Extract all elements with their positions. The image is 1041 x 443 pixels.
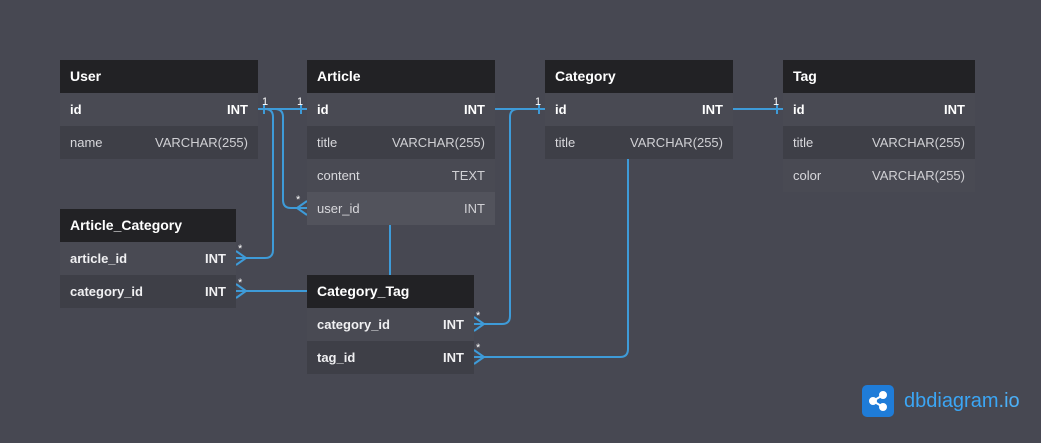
many-marker xyxy=(295,200,308,216)
card-one: 1 xyxy=(262,96,268,108)
rel-category-categorytag-tagid xyxy=(474,158,629,358)
field-type: INT xyxy=(702,102,723,117)
field-type: INT xyxy=(227,102,248,117)
card-one: 1 xyxy=(773,96,779,108)
many-marker xyxy=(235,283,248,299)
field-type: INT xyxy=(443,350,464,365)
many-marker xyxy=(235,250,248,266)
card-one: 1 xyxy=(297,96,303,108)
brand-name-main: dbdiagram xyxy=(904,389,999,412)
card-one: 1 xyxy=(535,96,541,108)
brand-domain: .io xyxy=(998,389,1020,412)
field-type: VARCHAR(255) xyxy=(155,135,248,150)
table-user[interactable]: User id INT name VARCHAR(255) xyxy=(60,60,258,159)
field-type: VARCHAR(255) xyxy=(872,168,965,183)
table-header[interactable]: Category_Tag xyxy=(307,275,474,308)
brand-logo-link[interactable]: dbdiagram.io xyxy=(862,385,1020,417)
brand-name: dbdiagram.io xyxy=(904,390,1020,413)
table-tag[interactable]: Tag id INT title VARCHAR(255) color VARC… xyxy=(783,60,975,192)
field-name: id xyxy=(70,102,82,117)
field-row[interactable]: id INT xyxy=(307,93,495,126)
field-name: color xyxy=(793,168,822,183)
field-type: INT xyxy=(464,201,485,216)
field-row[interactable]: category_id INT xyxy=(60,275,236,308)
field-row[interactable]: id INT xyxy=(60,93,258,126)
field-row[interactable]: category_id INT xyxy=(307,308,474,341)
field-name: article_id xyxy=(70,251,128,266)
table-category-tag[interactable]: Category_Tag category_id INT tag_id INT xyxy=(307,275,474,374)
field-name: id xyxy=(555,102,567,117)
card-many: * xyxy=(238,243,243,255)
field-row[interactable]: user_id INT xyxy=(307,192,495,225)
table-header[interactable]: Article_Category xyxy=(60,209,236,242)
table-article-category[interactable]: Article_Category article_id INT category… xyxy=(60,209,236,308)
rel-user-articlecategory xyxy=(236,108,274,259)
share-nodes-icon xyxy=(862,385,894,417)
table-header[interactable]: Article xyxy=(307,60,495,93)
rel-category-categorytag-cid xyxy=(474,108,545,325)
field-row[interactable]: id INT xyxy=(545,93,733,126)
card-many: * xyxy=(476,310,481,322)
field-name: id xyxy=(317,102,329,117)
field-row[interactable]: color VARCHAR(255) xyxy=(783,159,975,192)
many-marker xyxy=(473,316,486,332)
rel-user-article-userid xyxy=(258,108,307,209)
field-type: VARCHAR(255) xyxy=(392,135,485,150)
field-type: INT xyxy=(944,102,965,117)
field-type: INT xyxy=(205,284,226,299)
field-type: TEXT xyxy=(451,168,485,183)
field-type: INT xyxy=(443,317,464,332)
field-name: category_id xyxy=(70,284,143,299)
table-header[interactable]: Category xyxy=(545,60,733,93)
field-name: title xyxy=(793,135,814,150)
field-name: title xyxy=(555,135,576,150)
field-name: title xyxy=(317,135,338,150)
field-row[interactable]: id INT xyxy=(783,93,975,126)
table-header[interactable]: Tag xyxy=(783,60,975,93)
field-type: VARCHAR(255) xyxy=(872,135,965,150)
many-marker xyxy=(473,349,486,365)
field-name: category_id xyxy=(317,317,390,332)
field-row[interactable]: title VARCHAR(255) xyxy=(307,126,495,159)
field-name: name xyxy=(70,135,103,150)
table-article[interactable]: Article id INT title VARCHAR(255) conten… xyxy=(307,60,495,225)
card-many: * xyxy=(238,277,243,289)
table-header[interactable]: User xyxy=(60,60,258,93)
field-name: tag_id xyxy=(317,350,356,365)
field-row[interactable]: title VARCHAR(255) xyxy=(545,126,733,159)
field-type: INT xyxy=(464,102,485,117)
field-type: INT xyxy=(205,251,226,266)
card-many: * xyxy=(296,194,301,206)
field-row[interactable]: article_id INT xyxy=(60,242,236,275)
field-name: content xyxy=(317,168,360,183)
table-category[interactable]: Category id INT title VARCHAR(255) xyxy=(545,60,733,159)
field-row[interactable]: name VARCHAR(255) xyxy=(60,126,258,159)
card-many: * xyxy=(476,342,481,354)
field-row[interactable]: title VARCHAR(255) xyxy=(783,126,975,159)
field-name: user_id xyxy=(317,201,360,216)
field-name: id xyxy=(793,102,805,117)
field-row[interactable]: content TEXT xyxy=(307,159,495,192)
field-type: VARCHAR(255) xyxy=(630,135,723,150)
field-row[interactable]: tag_id INT xyxy=(307,341,474,374)
